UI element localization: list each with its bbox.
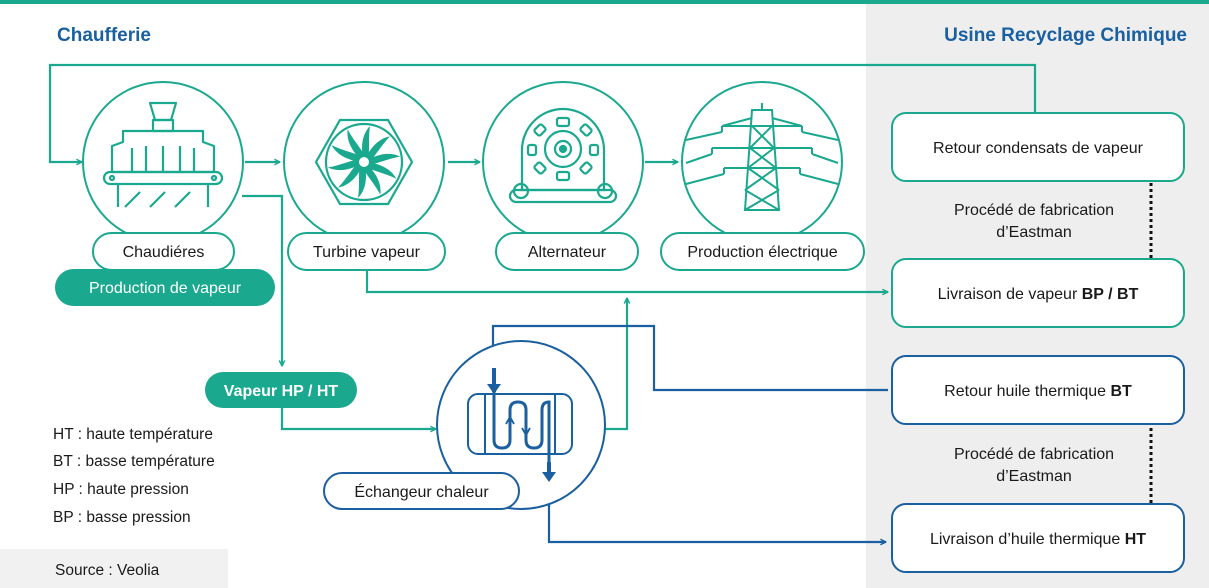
top-accent-bar	[0, 0, 1209, 4]
production-vapeur-pill	[55, 269, 275, 306]
alternator-circle	[482, 81, 644, 243]
turbine-label: Turbine vapeur	[313, 244, 421, 261]
power-pylon-icon	[685, 103, 839, 211]
vapeur-hp-label: Vapeur HP / HT	[224, 383, 339, 400]
heat-exchanger-icon	[467, 368, 573, 482]
livraison-vapeur-label: Livraison de vapeur BP / BT	[938, 286, 1139, 303]
hp-to-exchanger-arrow	[280, 404, 436, 429]
exchanger-to-delivery-arrow	[605, 298, 627, 431]
retour-condensats-box	[891, 112, 1185, 182]
legend-ht: HT : haute température	[53, 426, 213, 443]
source-background	[0, 549, 228, 588]
process-label-1-line1: Procédé de fabrication	[954, 202, 1114, 219]
usine-title: Usine Recyclage Chimique	[944, 25, 1187, 46]
exchanger-circle	[436, 340, 606, 510]
retour-huile-label: Retour huile thermique BT	[944, 383, 1132, 400]
legend-bt: BT : basse température	[53, 453, 215, 470]
production-electrique-pill	[660, 232, 865, 271]
livraison-huile-box	[891, 503, 1185, 573]
steam-flow-lines	[48, 63, 1037, 431]
echangeur-pill	[323, 472, 520, 510]
production-vapeur-label: Production de vapeur	[89, 280, 242, 297]
boiler-icon	[102, 101, 224, 208]
chaudieres-label: Chaudiéres	[123, 244, 205, 261]
turbine-to-delivery-arrow	[365, 270, 888, 292]
chaufferie-title: Chaufferie	[57, 25, 151, 46]
oil-delivery-arrow	[547, 482, 886, 542]
legend-bp: BP : basse pression	[53, 509, 191, 526]
production-electrique-label: Production électrique	[687, 244, 837, 261]
process-label-2-line1: Procédé de fabrication	[954, 446, 1114, 463]
source-label: Source : Veolia	[55, 562, 160, 579]
legend-hp: HP : haute pression	[53, 481, 189, 498]
livraison-vapeur-box	[891, 258, 1185, 328]
echangeur-label: Échangeur chaleur	[354, 482, 489, 501]
process-label-2-line2: d’Eastman	[996, 468, 1072, 485]
retour-condensats-label: Retour condensats de vapeur	[933, 140, 1144, 157]
oil-return-arrow	[493, 324, 888, 392]
livraison-huile-label: Livraison d’huile thermique HT	[930, 531, 1146, 548]
alternator-icon	[508, 107, 618, 204]
alternateur-pill	[495, 232, 639, 271]
alternateur-label: Alternateur	[528, 244, 607, 261]
turbine-fan-icon	[314, 118, 414, 206]
process-label-1-line2: d’Eastman	[996, 224, 1072, 241]
retour-huile-box	[891, 355, 1185, 425]
return-loop-arrow	[48, 63, 1037, 162]
vapeur-hp-pill	[205, 372, 357, 408]
turbine-pill	[287, 232, 446, 271]
abbreviation-legend: HT : haute température BT : basse tempér…	[53, 426, 215, 526]
boiler-to-hp-arrow	[242, 194, 282, 366]
